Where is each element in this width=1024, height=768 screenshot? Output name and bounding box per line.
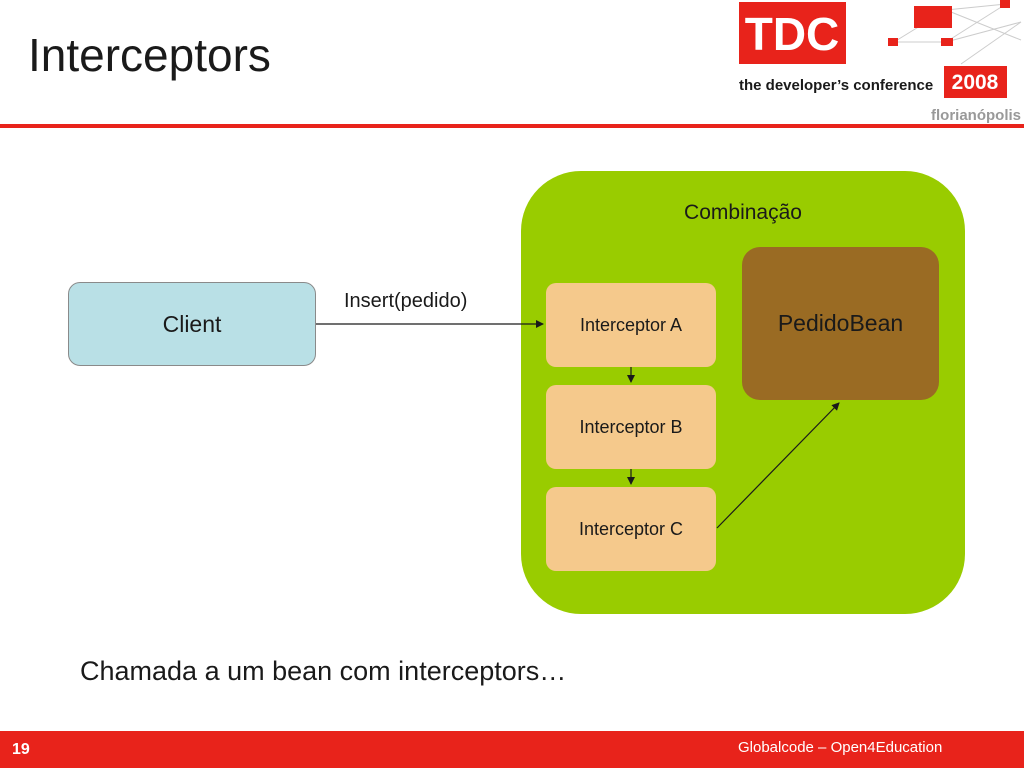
footer-credit: Globalcode – Open4Education bbox=[738, 739, 943, 756]
logo-brand: TDC bbox=[745, 8, 840, 60]
call-label: Insert(pedido) bbox=[344, 290, 468, 312]
logo-year-block bbox=[944, 66, 1007, 98]
logo-tagline: the developer’s conference bbox=[739, 77, 933, 94]
logo-network-nodes bbox=[888, 0, 1010, 46]
logo-brand-block bbox=[739, 2, 846, 64]
interceptor-b-node: Interceptor B bbox=[546, 385, 716, 469]
tdc-logo: TDC the developer’s conference 2008 flor… bbox=[739, 0, 1022, 124]
slide-title: Interceptors bbox=[28, 29, 271, 81]
combination-label: Combinação bbox=[684, 201, 802, 224]
pedidobean-node: PedidoBean bbox=[742, 247, 939, 400]
interceptor-c-node: Interceptor C bbox=[546, 487, 716, 571]
page-number: 19 bbox=[12, 741, 30, 758]
logo-city: florianópolis bbox=[931, 107, 1021, 124]
title-divider bbox=[0, 124, 1024, 128]
slide-caption: Chamada a um bean com interceptors… bbox=[80, 656, 567, 686]
arrow-interceptor-c-to-bean bbox=[716, 402, 840, 529]
footer-bar bbox=[0, 731, 1024, 768]
client-node: Client bbox=[68, 282, 316, 366]
logo-year: 2008 bbox=[952, 71, 999, 94]
interceptor-a-node: Interceptor A bbox=[546, 283, 716, 367]
